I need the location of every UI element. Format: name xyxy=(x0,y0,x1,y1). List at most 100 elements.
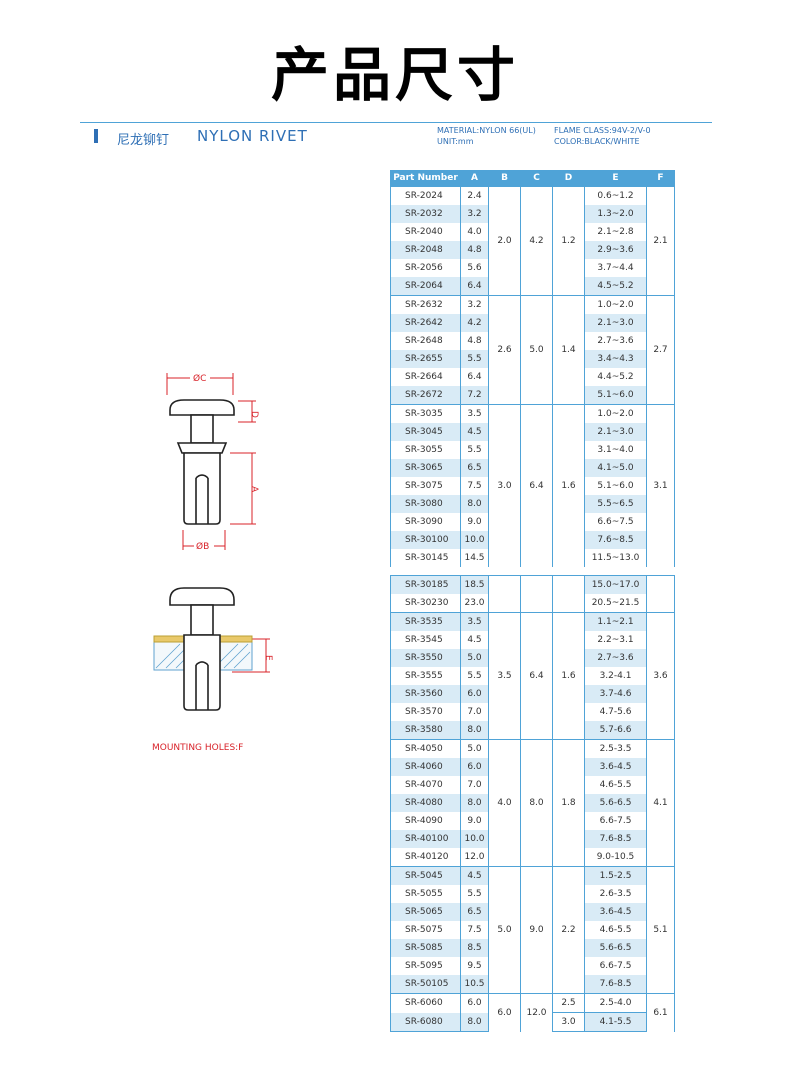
a-value-cell: 7.0 xyxy=(460,776,489,794)
d-value-cell: 3.0 xyxy=(552,1012,585,1032)
f-value-cell xyxy=(646,575,675,613)
a-value-cell: 6.4 xyxy=(460,277,489,296)
header-d: D xyxy=(552,170,585,187)
a-value-cell: 6.4 xyxy=(460,368,489,386)
b-value-cell: 3.5 xyxy=(488,612,521,740)
part-number-cell: SR-3560 xyxy=(390,685,461,703)
product-name-en: NYLON RIVET xyxy=(197,127,308,145)
a-value-cell: 10.5 xyxy=(460,975,489,994)
e-value-cell: 1.1~2.1 xyxy=(584,612,647,631)
dim-label-b: ØB xyxy=(196,541,209,552)
e-value-cell: 2.2~3.1 xyxy=(584,631,647,649)
e-value-cell: 5.6-6.5 xyxy=(584,794,647,812)
part-number-cell: SR-4060 xyxy=(390,758,461,776)
e-value-cell: 7.6-8.5 xyxy=(584,830,647,848)
part-number-cell: SR-3090 xyxy=(390,513,461,531)
e-value-cell: 2.5-3.5 xyxy=(584,739,647,758)
c-value-cell: 5.0 xyxy=(520,295,553,405)
a-value-cell: 12.0 xyxy=(460,848,489,867)
a-value-cell: 4.8 xyxy=(460,241,489,259)
part-number-cell: SR-2064 xyxy=(390,277,461,296)
header-rule xyxy=(80,122,712,123)
part-number-cell: SR-40100 xyxy=(390,830,461,848)
e-value-cell: 2.7~3.6 xyxy=(584,649,647,667)
part-number-cell: SR-2056 xyxy=(390,259,461,277)
part-number-cell: SR-40120 xyxy=(390,848,461,867)
part-number-cell: SR-30100 xyxy=(390,531,461,549)
e-value-cell: 4.7-5.6 xyxy=(584,703,647,721)
part-number-cell: SR-3535 xyxy=(390,612,461,631)
a-value-cell: 4.5 xyxy=(460,423,489,441)
e-value-cell: 9.0-10.5 xyxy=(584,848,647,867)
a-value-cell: 3.5 xyxy=(460,404,489,423)
e-value-cell: 2.1~3.0 xyxy=(584,314,647,332)
a-value-cell: 7.5 xyxy=(460,477,489,495)
a-value-cell: 14.5 xyxy=(460,549,489,567)
a-value-cell: 2.4 xyxy=(460,186,489,205)
a-value-cell: 7.2 xyxy=(460,386,489,405)
part-number-cell: SR-2664 xyxy=(390,368,461,386)
part-number-cell: SR-5095 xyxy=(390,957,461,975)
part-number-cell: SR-6080 xyxy=(390,1012,461,1032)
e-value-cell: 4.6-5.5 xyxy=(584,776,647,794)
a-value-cell: 8.0 xyxy=(460,794,489,812)
a-value-cell: 5.5 xyxy=(460,885,489,903)
f-value-cell: 4.1 xyxy=(646,739,675,867)
e-value-cell: 1.3~2.0 xyxy=(584,205,647,223)
e-value-cell: 2.1~2.8 xyxy=(584,223,647,241)
a-value-cell: 10.0 xyxy=(460,531,489,549)
e-value-cell: 7.6-8.5 xyxy=(584,975,647,994)
e-value-cell: 1.5-2.5 xyxy=(584,866,647,885)
a-value-cell: 4.8 xyxy=(460,332,489,350)
header-b: B xyxy=(488,170,521,187)
part-number-cell: SR-3065 xyxy=(390,459,461,477)
part-number-cell: SR-2632 xyxy=(390,295,461,314)
b-value-cell: 6.0 xyxy=(488,993,521,1032)
a-value-cell: 3.2 xyxy=(460,295,489,314)
e-value-cell: 6.6-7.5 xyxy=(584,812,647,830)
d-value-cell: 2.5 xyxy=(552,993,585,1013)
e-value-cell: 3.1~4.0 xyxy=(584,441,647,459)
e-value-cell: 20.5~21.5 xyxy=(584,594,647,613)
e-value-cell: 2.1~3.0 xyxy=(584,423,647,441)
a-value-cell: 4.0 xyxy=(460,223,489,241)
e-value-cell: 5.5~6.5 xyxy=(584,495,647,513)
a-value-cell: 5.5 xyxy=(460,667,489,685)
a-value-cell: 9.0 xyxy=(460,812,489,830)
header-f: F xyxy=(646,170,675,187)
part-number-cell: SR-3545 xyxy=(390,631,461,649)
f-value-cell: 6.1 xyxy=(646,993,675,1032)
part-number-cell: SR-2642 xyxy=(390,314,461,332)
b-value-cell: 2.6 xyxy=(488,295,521,405)
part-number-cell: SR-2024 xyxy=(390,186,461,205)
a-value-cell: 9.5 xyxy=(460,957,489,975)
c-value-cell: 4.2 xyxy=(520,186,553,296)
part-number-cell: SR-2032 xyxy=(390,205,461,223)
e-value-cell: 5.6-6.5 xyxy=(584,939,647,957)
a-value-cell: 8.0 xyxy=(460,1012,489,1032)
d-value-cell: 1.6 xyxy=(552,404,585,567)
e-value-cell: 4.6-5.5 xyxy=(584,921,647,939)
part-number-cell: SR-3555 xyxy=(390,667,461,685)
part-number-cell: SR-2672 xyxy=(390,386,461,405)
f-value-cell: 2.7 xyxy=(646,295,675,405)
dim-label-d: D xyxy=(249,411,259,418)
material-spec: MATERIAL:NYLON 66(UL) xyxy=(437,126,536,135)
